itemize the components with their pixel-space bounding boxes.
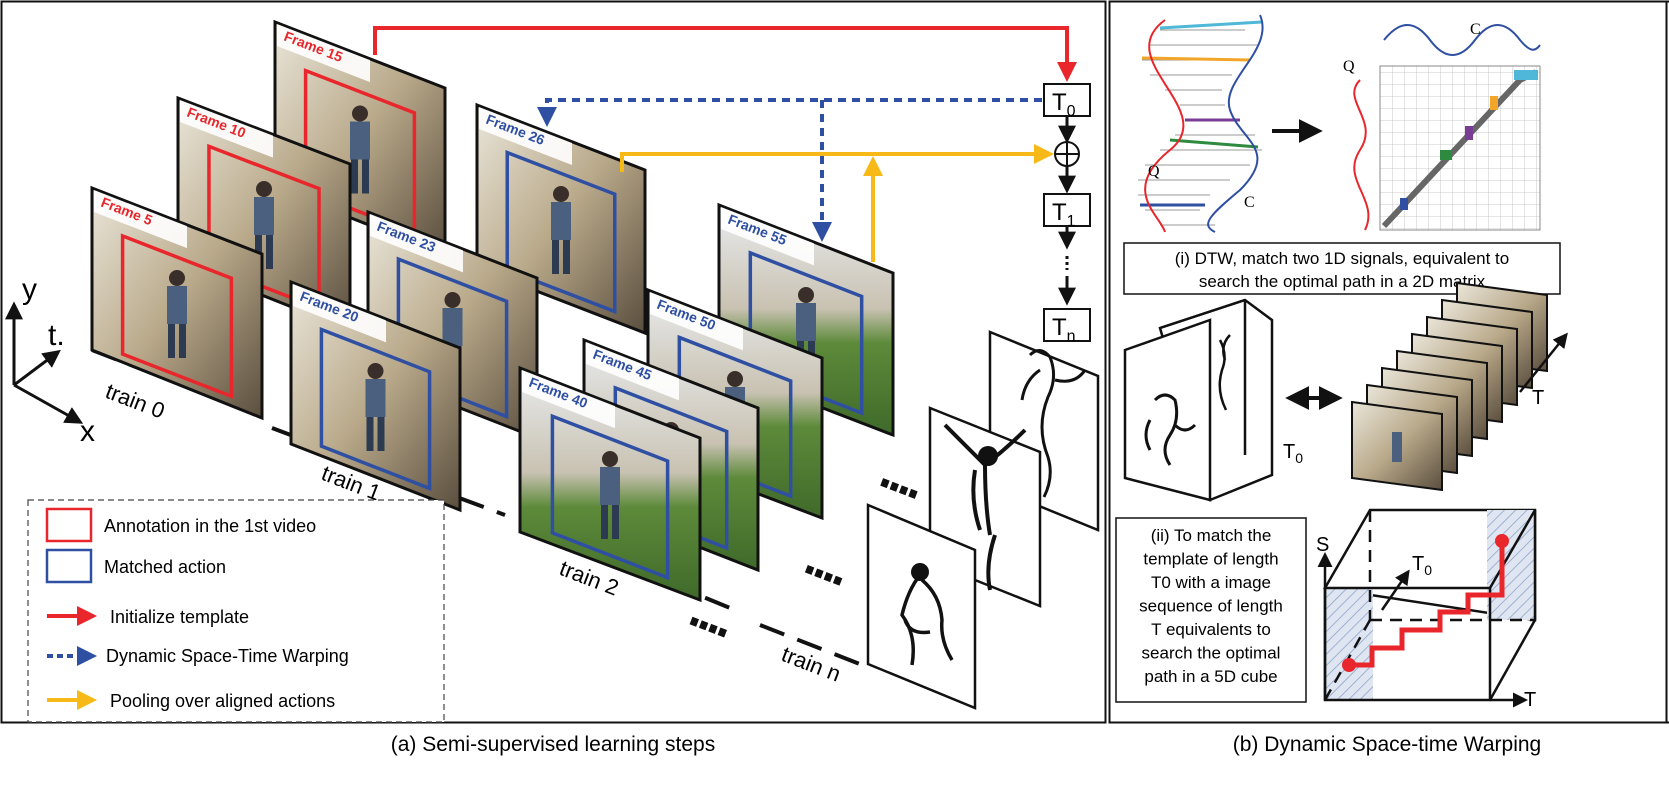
dstw-arrow-1 — [547, 100, 1042, 123]
sequence-label-t: T — [1532, 387, 1544, 409]
box-ii-line: T0 with a image — [1151, 573, 1271, 592]
sequence-frames — [1352, 283, 1547, 490]
caption-a: (a) Semi-supervised learning steps — [391, 733, 715, 756]
template-cube: T0 — [1125, 300, 1303, 500]
axis-label-x: x — [80, 415, 95, 448]
legend-pooling: Pooling over aligned actions — [110, 691, 335, 711]
box-ii-line: path in a 5D cube — [1144, 667, 1277, 686]
box-ii-line: T equivalents to — [1151, 620, 1271, 639]
legend-matched: Matched action — [104, 557, 226, 577]
box-i-line1: (i) DTW, match two 1D signals, equivalen… — [1175, 249, 1509, 268]
box-ii-line: template of length — [1143, 550, 1278, 569]
cube-label-t: T — [1524, 689, 1536, 711]
sequence-frame — [1352, 402, 1442, 490]
dtw-label-c2: C — [1470, 21, 1481, 38]
svg-text:T0: T0 — [1283, 441, 1303, 466]
dtw-matrix: C Q — [1343, 21, 1540, 230]
legend: Annotation in the 1st video Matched acti… — [28, 500, 444, 722]
axes-icon: y t. x — [14, 273, 95, 448]
dtw-label-c1: C — [1244, 194, 1255, 211]
axis-label-y: y — [22, 273, 37, 306]
legend-annotation: Annotation in the 1st video — [104, 516, 316, 536]
train-label-0: train 0 — [102, 378, 168, 423]
cube-5d: S T0 T — [1316, 510, 1536, 711]
box-ii-line: (ii) To match the — [1151, 526, 1272, 545]
initialize-arrow — [375, 28, 1067, 78]
legend-initialize: Initialize template — [110, 607, 249, 627]
box-i-line2: search the optimal path in a 2D matrix — [1199, 272, 1486, 291]
svg-text:T0: T0 — [1412, 553, 1432, 578]
caption-b: (b) Dynamic Space-time Warping — [1233, 733, 1541, 756]
axis-label-t: t. — [48, 319, 65, 352]
box-ii-line: sequence of length — [1139, 597, 1283, 616]
legend-dstw: Dynamic Space-Time Warping — [106, 646, 349, 666]
dtw-label-q1: Q — [1148, 163, 1160, 180]
pooling-arrow-1 — [622, 154, 1050, 172]
silhouette-frames — [868, 332, 1098, 708]
train-label-n: train n — [778, 641, 844, 686]
template-chain: T0 T1 Tn — [1044, 84, 1090, 345]
box-ii-line: search the optimal — [1142, 644, 1281, 663]
dtw-alignment: Q C — [1138, 15, 1263, 232]
dtw-label-q2: Q — [1343, 58, 1355, 75]
cube-label-s: S — [1316, 534, 1329, 556]
